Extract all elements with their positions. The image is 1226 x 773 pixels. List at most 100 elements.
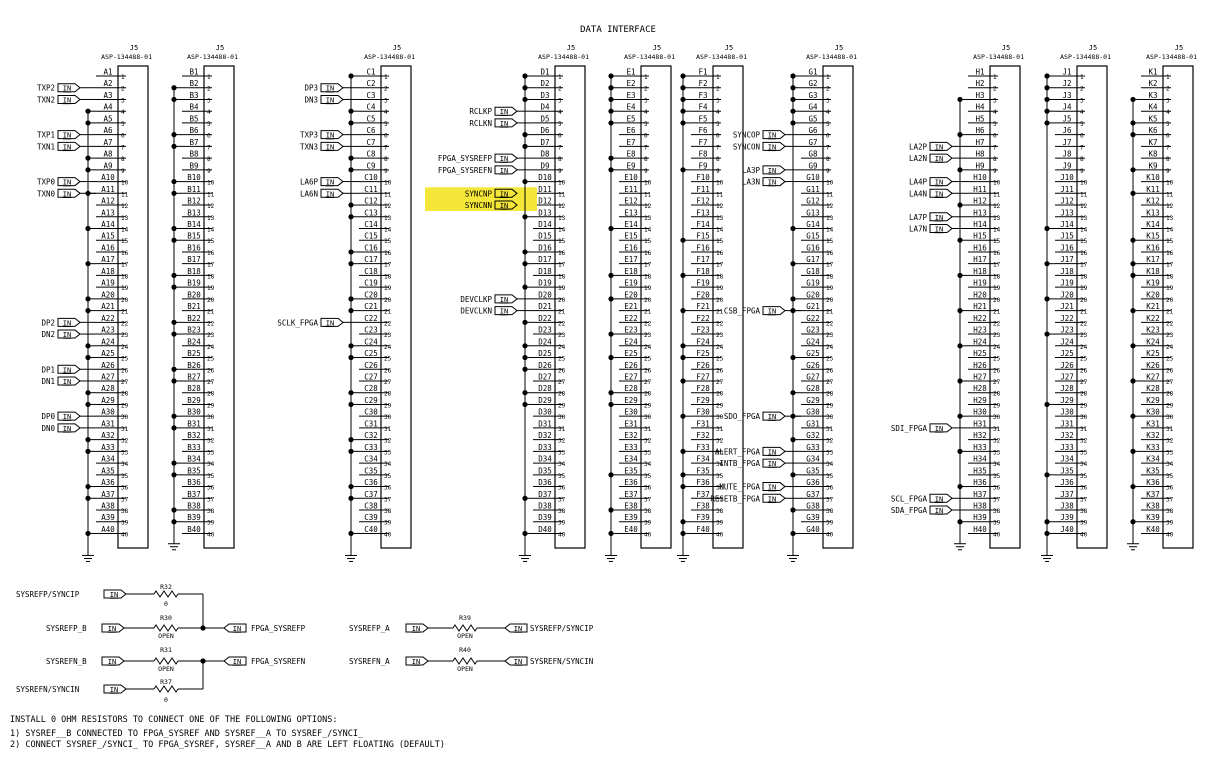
pin-number: 18	[558, 273, 566, 280]
pin-name-A35: A35	[101, 466, 115, 475]
pin-number: 2	[644, 86, 648, 93]
pin-name-B14: B14	[187, 220, 201, 229]
net-label-la4p: LA4P	[909, 178, 928, 187]
pin-number: 18	[121, 273, 129, 280]
in-port-label: IN	[500, 296, 508, 304]
in-port-label: IN	[768, 495, 776, 503]
pin-number: 22	[1166, 320, 1174, 327]
pin-name-C40: C40	[364, 525, 378, 534]
pin-number: 14	[826, 226, 834, 233]
connector-k: J5ASP-134488-01K11K22K33K44K55K66K77K88K…	[1127, 44, 1197, 551]
pin-name-F19: F19	[696, 279, 710, 288]
pin-number: 32	[1166, 438, 1174, 445]
in-port	[929, 223, 953, 233]
pin-number: 31	[558, 426, 566, 433]
pin-name-C38: C38	[364, 502, 378, 511]
pin-name-A30: A30	[101, 408, 115, 417]
pin-number: 6	[826, 133, 830, 140]
pin-name-D37: D37	[538, 490, 552, 499]
pin-number: 40	[993, 531, 1001, 538]
pin-number: 28	[1080, 391, 1088, 398]
pin-name-C25: C25	[364, 349, 378, 358]
in-port	[57, 94, 81, 104]
pin-number: 16	[716, 250, 724, 257]
pin-number: 22	[716, 320, 724, 327]
in-port-label: IN	[63, 425, 71, 433]
pin-name-F24: F24	[696, 337, 710, 346]
pin-number: 26	[558, 367, 566, 374]
pin-number: 33	[121, 449, 129, 456]
net-label-dn2: DN2	[41, 330, 55, 339]
pin-number: 33	[644, 449, 652, 456]
pin-name-B30: B30	[187, 408, 201, 417]
in-port-label: IN	[326, 179, 334, 187]
pin-name-C37: C37	[364, 490, 378, 499]
pin-name-C13: C13	[364, 208, 378, 217]
pin-number: 31	[121, 426, 129, 433]
pin-number: 39	[1166, 520, 1174, 527]
pin-name-D24: D24	[538, 337, 552, 346]
pin-number: 5	[993, 121, 997, 128]
pin-number: 9	[207, 168, 211, 175]
pin-name-E1: E1	[626, 68, 635, 77]
in-port-label: IN	[768, 132, 776, 140]
pin-name-C32: C32	[364, 431, 378, 440]
in-port	[929, 212, 953, 222]
pin-number: 28	[644, 391, 652, 398]
pin-name-K38: K38	[1146, 502, 1160, 511]
pin-name-G8: G8	[808, 150, 818, 159]
pin-name-K23: K23	[1146, 326, 1160, 335]
pin-name-K5: K5	[1148, 114, 1157, 123]
net-label-txp2: TXP2	[37, 84, 55, 93]
pin-number: 5	[558, 121, 562, 128]
pin-name-G13: G13	[806, 208, 820, 217]
pin-name-D19: D19	[538, 279, 552, 288]
pin-name-G31: G31	[806, 419, 820, 428]
in-port-label: IN	[500, 167, 508, 175]
pin-number: 36	[1166, 485, 1174, 492]
connector-a: J5ASP-134488-01A11A22INTXP2A33INTXN2A44A…	[37, 44, 152, 562]
pin-number: 40	[1080, 531, 1088, 538]
pin-number: 25	[1080, 356, 1088, 363]
pin-name-K11: K11	[1146, 185, 1160, 194]
pin-name-E34: E34	[624, 455, 638, 464]
pin-number: 40	[207, 531, 215, 538]
pin-name-H19: H19	[973, 279, 987, 288]
resistor-r30-value: OPEN	[158, 632, 174, 640]
in-port-label: IN	[500, 202, 508, 210]
pin-number: 2	[1166, 86, 1170, 93]
pin-number: 37	[644, 496, 652, 503]
sysrefn-b-port	[101, 656, 125, 666]
pin-number: 9	[1166, 168, 1170, 175]
sysrefp-syncip-left-port	[103, 589, 127, 599]
pin-name-A38: A38	[101, 502, 115, 511]
in-port-label: IN	[326, 319, 334, 327]
pin-name-H15: H15	[973, 232, 987, 241]
pin-number: 7	[121, 144, 125, 151]
pin-name-A4: A4	[103, 103, 113, 112]
pin-name-D35: D35	[538, 466, 552, 475]
pin-name-K7: K7	[1148, 138, 1157, 147]
pin-name-B12: B12	[187, 197, 201, 206]
net-label-la2p: LA2P	[909, 142, 928, 151]
connector-ref: J5	[835, 44, 843, 52]
pin-number: 8	[716, 156, 720, 163]
pin-number: 32	[384, 438, 392, 445]
pin-name-G3: G3	[808, 91, 817, 100]
pin-name-E29: E29	[624, 396, 638, 405]
sysrefp-b-port	[101, 623, 125, 633]
pin-number: 40	[558, 531, 566, 538]
pin-number: 3	[716, 97, 720, 104]
pin-name-E23: E23	[624, 326, 638, 335]
net-label-dp2: DP2	[41, 318, 55, 327]
pin-number: 1	[207, 74, 211, 81]
pin-number: 16	[1166, 250, 1174, 257]
pin-name-C18: C18	[364, 267, 378, 276]
pin-name-C8: C8	[366, 150, 376, 159]
pin-number: 1	[1080, 74, 1084, 81]
pin-number: 20	[826, 297, 834, 304]
sysrefp-syncip-right-port	[504, 623, 528, 633]
pin-number: 38	[558, 508, 566, 515]
pin-number: 39	[644, 520, 652, 527]
pin-name-J16: J16	[1060, 243, 1074, 252]
